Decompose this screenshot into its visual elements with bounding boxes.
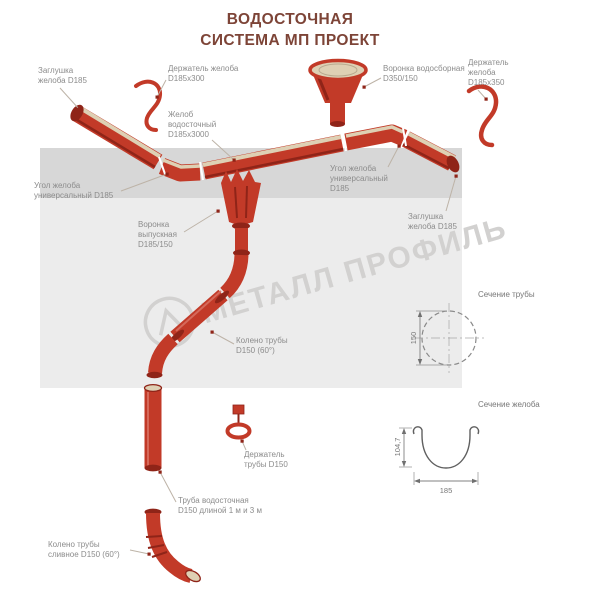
label-koleno-truby: Колено трубы D150 (60°) <box>236 336 288 355</box>
label-ugol-zheloba-right: Угол желоба универсальный D185 <box>330 164 388 193</box>
elbow-assembly <box>146 254 249 379</box>
pipe-holder <box>225 404 252 440</box>
gutter-height-dimension: 104,7 <box>393 438 402 457</box>
label-zhelob-vodostochny: Желоб водосточный D185х3000 <box>168 110 217 139</box>
label-sechenie-zheloba: Сечение желоба <box>478 400 540 409</box>
label-sechenie-truby: Сечение трубы <box>478 290 535 299</box>
gutter-run <box>70 104 460 182</box>
gutter-section-diagram: 185 104,7 <box>393 426 480 495</box>
gutter-middle <box>202 134 344 180</box>
label-koleno-slivnoe: Колено трубы сливное D150 (60°) <box>48 540 120 559</box>
label-voronka-vypusknaya: Воронка выпускная D185/150 <box>138 220 177 249</box>
label-derzhatel-zheloba-350: Держатель желоба D185х350 <box>468 58 509 87</box>
pipe-section-diagram: 150 <box>409 303 484 373</box>
outlet-funnel <box>221 169 261 257</box>
label-voronka-vodosbornaya: Воронка водосборная D350/150 <box>383 64 465 83</box>
pipe-elbow-upper <box>220 254 249 299</box>
label-derzhatel-zheloba-300: Держатель желоба D185х300 <box>168 64 239 83</box>
gutter-hook-left <box>134 79 162 132</box>
gutter-corner-left <box>158 158 201 182</box>
downpipe <box>143 383 163 472</box>
page-title: ВОДОСТОЧНАЯ СИСТЕМА МП ПРОЕКТ <box>200 11 380 49</box>
drain-elbow <box>144 508 201 583</box>
pipe-elbow-lower <box>148 333 178 374</box>
collector-funnel <box>308 58 368 127</box>
logo-roof-icon <box>158 307 185 336</box>
pipe-diameter-dimension: 150 <box>409 332 418 345</box>
gutter-hook-right <box>466 84 499 148</box>
label-derzhatel-truby: Держатель трубы D150 <box>244 450 288 469</box>
gutter-end-cap-right <box>446 155 460 173</box>
label-zaglushka-right: Заглушка желоба D185 <box>408 212 457 231</box>
gutter-corner-right <box>344 124 408 151</box>
leader-lines <box>59 77 488 556</box>
label-zaglushka-left: Заглушка желоба D185 <box>38 66 87 85</box>
label-ugol-zheloba-left: Угол желоба универсальный D185 <box>34 181 114 200</box>
label-truba-vodostochnaya: Труба водосточная D150 длиной 1 м и 3 м <box>178 496 262 515</box>
wall-area <box>40 198 462 388</box>
gutter-width-dimension: 185 <box>440 486 453 495</box>
